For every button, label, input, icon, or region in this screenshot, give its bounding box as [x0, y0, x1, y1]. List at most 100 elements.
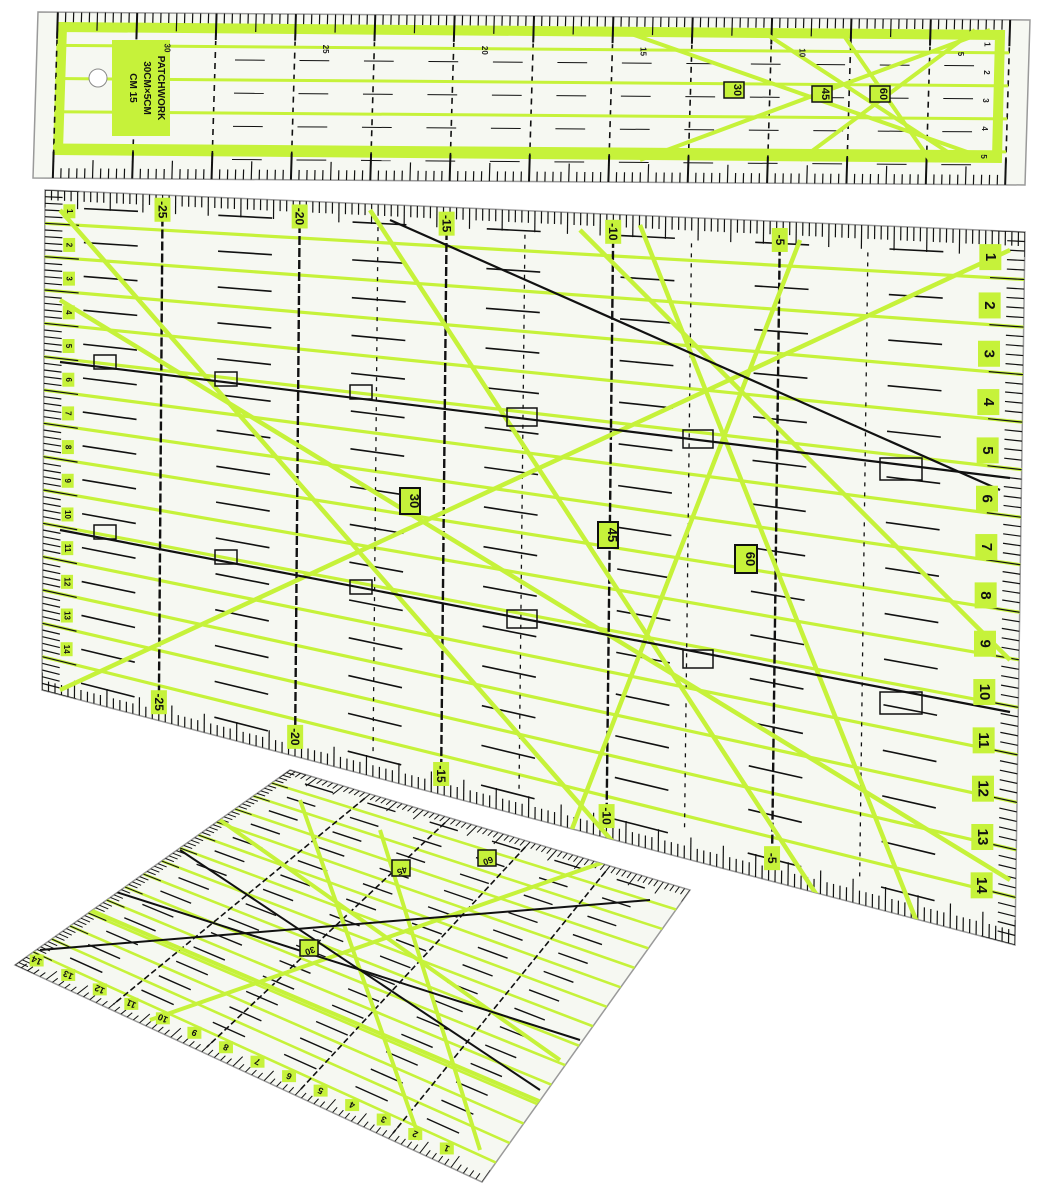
large-left-label-10: 11 [63, 544, 72, 553]
strip-angle-60: 60 [877, 88, 889, 100]
square-bottom-label-4: 10 [156, 1012, 169, 1025]
large-right-label-13-bg [970, 872, 993, 899]
square-angle-30: 30 [304, 944, 317, 957]
large-right-label-1-bg [978, 292, 1001, 319]
strip-ruler-label: CM 15 30CM×5CM PATCHWORK [112, 40, 170, 136]
large-bottom-label-2: -15 [434, 765, 448, 783]
square-bottom-label-1-bg [61, 968, 76, 981]
square-bottom-label-12: 2 [411, 1128, 420, 1139]
large-right-label-6: 7 [978, 543, 995, 551]
large-right-label-2-bg [977, 340, 1000, 367]
large-left-label-8: 9 [63, 479, 72, 484]
square-bottom-label-10: 4 [348, 1099, 357, 1110]
square-bottom-label-11-bg [376, 1113, 391, 1126]
square-bottom-label-13-bg [439, 1142, 454, 1155]
strip-side-label-3: 3 [981, 98, 990, 103]
large-left-label-2-bg [62, 271, 75, 286]
square-bottom-label-8: 6 [285, 1071, 294, 1082]
large-bottom-label-2-bg [433, 761, 450, 786]
large-right-label-10-bg [972, 727, 995, 754]
strip-ruler-hang-hole [88, 68, 108, 88]
strip-label-25: 25 [321, 45, 330, 54]
large-top-label-0: -25 [155, 201, 169, 219]
large-left-label-0-bg [63, 204, 76, 219]
large-top-label-4-bg [771, 227, 788, 252]
square-bottom-label-0-bg [29, 954, 44, 967]
square-bottom-label-0: 14 [30, 954, 43, 967]
large-right-label-4: 5 [979, 446, 996, 454]
large-right-label-8: 9 [976, 640, 993, 648]
large-top-label-2-bg [438, 211, 455, 236]
large-ruler-crosshairs [59, 218, 1011, 714]
large-right-label-5: 6 [978, 495, 995, 503]
large-left-label-9-bg [61, 507, 74, 522]
large-right-label-12: 13 [974, 829, 991, 846]
large-left-label-7: 8 [63, 445, 72, 450]
large-top-label-4: -5 [773, 235, 787, 246]
square-bottom-label-12-bg [408, 1127, 423, 1140]
square-bottom-label-6-bg [218, 1041, 233, 1054]
strip-label-5: 5 [956, 52, 965, 57]
large-right-label-6-bg [975, 534, 998, 561]
large-right-label-9: 10 [976, 684, 993, 701]
large-right-label-0: 1 [982, 253, 999, 261]
large-bottom-label-4: -5 [765, 853, 779, 864]
strip-ruler-ticks [51, 12, 1012, 185]
large-left-label-8-bg [61, 473, 74, 488]
strip-angle-30: 30 [731, 84, 743, 96]
large-left-label-3: 4 [64, 310, 73, 315]
large-ruler-number-labels: -25-20-15-10-5-25-20-15-10-5123456789101… [60, 197, 1002, 899]
square-bottom-label-7: 7 [253, 1056, 262, 1067]
square-bottom-label-10-bg [345, 1099, 360, 1112]
large-left-label-1-bg [63, 237, 76, 252]
strip-ruler-label-line-1: CM 15 [127, 73, 138, 103]
large-left-label-4: 5 [64, 344, 73, 349]
square-bottom-label-7-bg [250, 1055, 265, 1068]
large-left-label-5-bg [62, 372, 75, 387]
large-right-label-5-bg [975, 485, 998, 512]
large-ruler-square-markers [93, 354, 923, 715]
large-left-label-13: 14 [62, 645, 71, 654]
large-top-label-0-bg [154, 197, 171, 222]
square-bottom-label-9: 5 [316, 1085, 325, 1096]
large-bottom-label-4-bg [764, 846, 781, 871]
large-right-label-11-bg [971, 775, 994, 802]
square-bottom-label-5-bg [187, 1026, 202, 1039]
large-right-label-3-bg [977, 389, 1000, 416]
large-left-label-11-bg [61, 574, 74, 589]
square-ruler-angle-badges: 30 45 60 [299, 849, 497, 957]
strip-ruler-green-frame [52, 21, 1006, 164]
large-right-label-2: 3 [980, 350, 997, 358]
square-bottom-label-11: 3 [379, 1114, 388, 1125]
strip-label-20: 20 [480, 46, 489, 55]
large-bottom-label-1: -20 [288, 728, 302, 746]
strip-side-label-4: 4 [980, 126, 989, 131]
square-ruler-crosshairs [39, 849, 651, 1091]
large-top-label-1: -20 [293, 208, 307, 226]
square-bottom-label-2-bg [92, 983, 107, 996]
large-bottom-label-3-bg [598, 804, 615, 829]
large-right-label-8-bg [973, 630, 996, 657]
large-left-label-2: 3 [64, 276, 73, 281]
large-left-label-13-bg [60, 642, 73, 657]
large-left-label-3-bg [62, 305, 75, 320]
strip-ruler-body [32, 11, 1031, 186]
large-top-label-2: -15 [440, 215, 454, 233]
strip-side-label-5: 5 [979, 154, 988, 159]
large-right-label-7-bg [974, 582, 997, 609]
square-angle-60: 60 [482, 854, 495, 867]
square-bottom-label-1: 13 [62, 968, 75, 981]
strip-label-15: 15 [639, 47, 648, 56]
large-right-label-12-bg [971, 824, 994, 851]
large-ruler-ticks [42, 190, 1025, 945]
large-bottom-label-0: -25 [152, 694, 166, 712]
large-left-label-5: 6 [64, 377, 73, 382]
large-left-label-0: 1 [65, 209, 74, 214]
large-left-label-1: 2 [65, 243, 74, 248]
square-bottom-label-2: 12 [93, 983, 106, 996]
strip-label-10: 10 [797, 48, 806, 57]
large-left-label-7-bg [61, 440, 74, 455]
